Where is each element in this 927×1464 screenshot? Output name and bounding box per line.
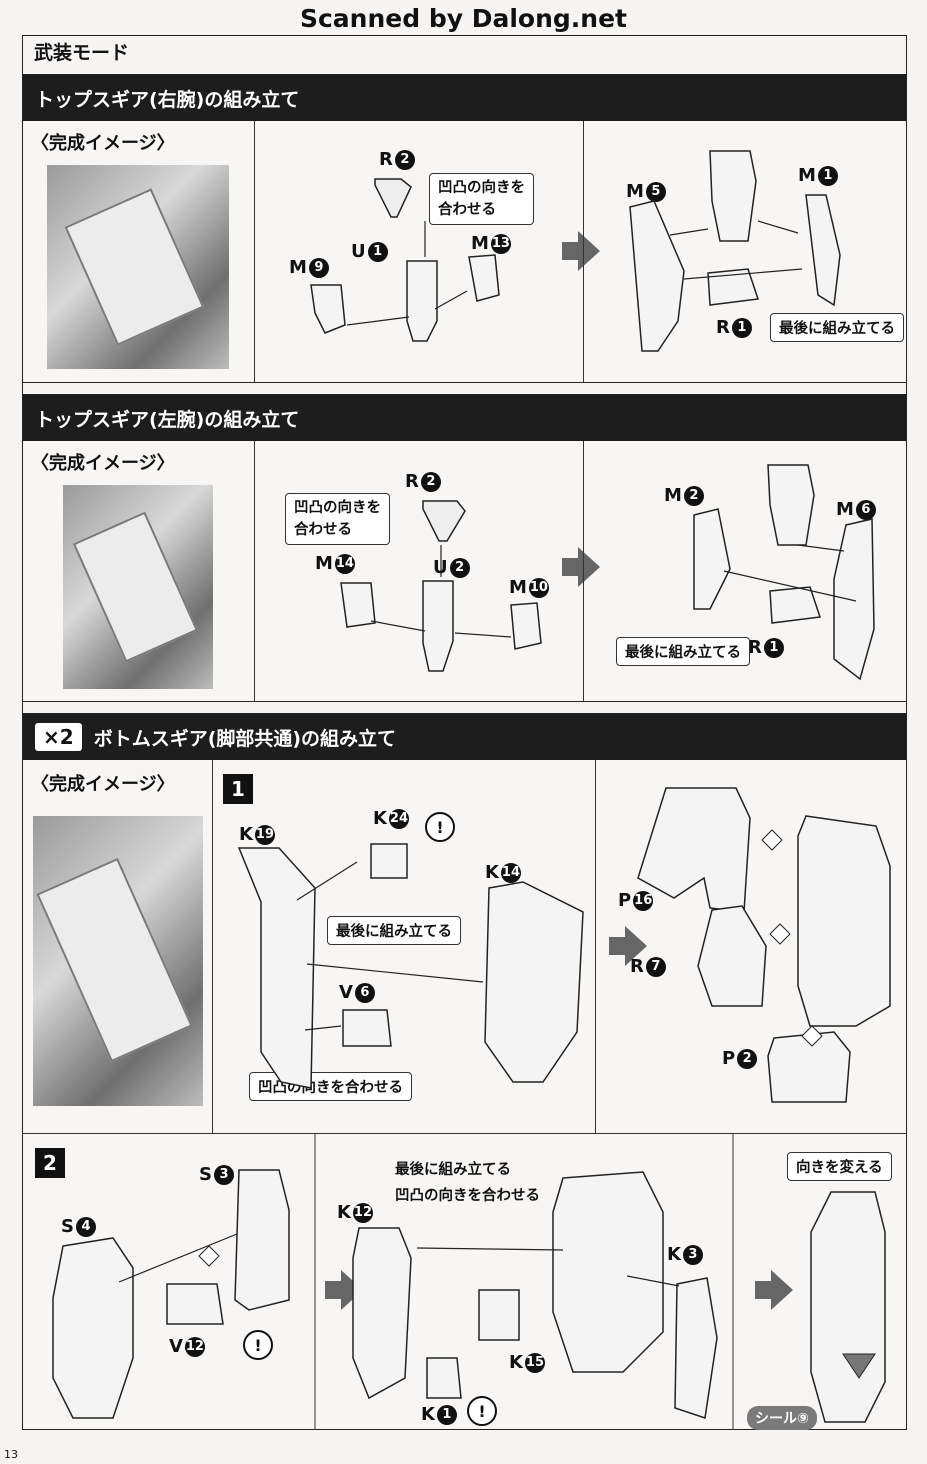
section-header: トップスギア(右腕)の組み立て xyxy=(23,75,906,121)
callout-align: 凹凸の向きを合わせる xyxy=(249,1072,412,1101)
callout-align: 凹凸の向きを 合わせる xyxy=(285,493,390,545)
next-arrow xyxy=(609,926,647,966)
image-panel: 〈完成イメージ〉 xyxy=(23,441,255,701)
quantity-badge: ×2 xyxy=(35,723,82,751)
callout-last: 最後に組み立てる xyxy=(770,313,904,342)
section-title: ボトムスギア(脚部共通)の組み立て xyxy=(93,727,397,750)
section-header: トップスギア(左腕)の組み立て xyxy=(23,395,906,441)
next-arrow xyxy=(325,1270,363,1310)
step-number: 1 xyxy=(223,774,253,804)
caution-icon: ! xyxy=(467,1396,497,1426)
image-label: 〈完成イメージ〉 xyxy=(31,774,175,795)
section-header: ×2 ボトムスギア(脚部共通)の組み立て xyxy=(23,714,906,760)
callout-rotate: 向きを変える xyxy=(787,1152,892,1181)
callout-last: 最後に組み立てる xyxy=(327,916,461,945)
callout-last: 最後に組み立てる xyxy=(616,637,750,666)
step-number: 2 xyxy=(35,1148,65,1178)
image-label: 〈完成イメージ〉 xyxy=(31,453,175,474)
assembly-drawing xyxy=(637,787,891,1103)
page-number: 13 xyxy=(4,1448,18,1461)
next-arrow xyxy=(755,1270,793,1310)
caution-icon: ! xyxy=(243,1330,273,1360)
sticker-label: シール⑨ xyxy=(747,1406,817,1430)
callout-align: 凹凸の向きを 合わせる xyxy=(429,173,534,225)
watermark: Scanned by Dalong.net xyxy=(299,4,627,33)
completed-image xyxy=(63,485,213,689)
completed-image xyxy=(33,816,203,1106)
mode-title: 武装モード xyxy=(34,42,130,64)
section-title: トップスギア(右腕)の組み立て xyxy=(35,88,300,111)
section-title: トップスギア(左腕)の組み立て xyxy=(35,408,300,431)
caution-icon: ! xyxy=(425,812,455,842)
assembly-drawing xyxy=(629,150,841,352)
image-label: 〈完成イメージ〉 xyxy=(31,133,175,154)
completed-image xyxy=(47,165,229,369)
image-panel: 〈完成イメージ〉 xyxy=(23,121,255,382)
image-panel: 〈完成イメージ〉 xyxy=(23,760,213,1133)
callout-last-align: 最後に組み立てる 凹凸の向きを合わせる xyxy=(395,1162,540,1204)
